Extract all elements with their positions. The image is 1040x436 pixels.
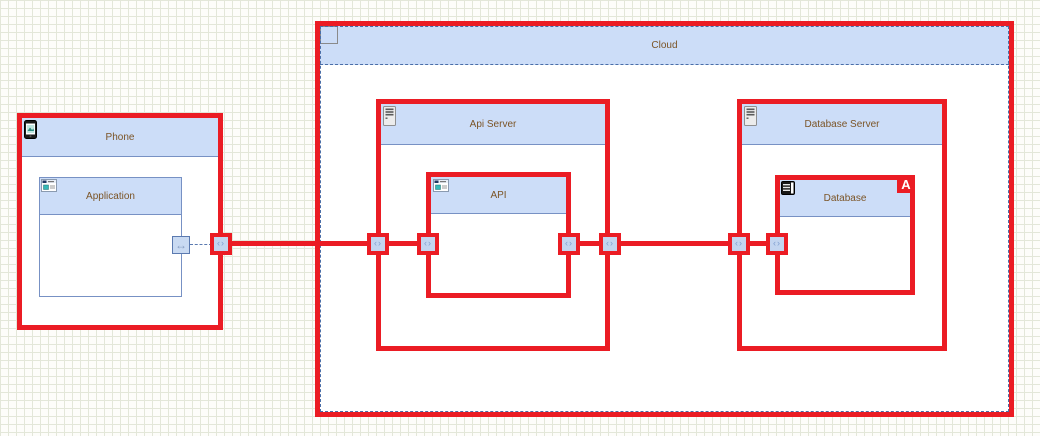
application-node[interactable]: Application <box>39 177 182 297</box>
application-connector-port[interactable]: ↔ <box>172 236 190 254</box>
connection-marker-database-server-left[interactable]: ‹› <box>728 233 750 255</box>
chevrons-icon: ‹› <box>374 238 382 248</box>
api-header[interactable]: API <box>431 177 566 214</box>
edge-api-to-database[interactable] <box>569 241 777 246</box>
smartphone-icon <box>24 120 37 139</box>
connection-marker-database-left[interactable]: ‹› <box>766 233 788 255</box>
api-node[interactable]: API <box>426 172 571 298</box>
api-server-title: Api Server <box>469 118 517 130</box>
connection-marker-api-left[interactable]: ‹› <box>417 233 439 255</box>
database-server-header[interactable]: Database Server <box>742 104 942 145</box>
chevrons-icon: ‹› <box>424 238 432 248</box>
database-title: Database <box>823 192 867 204</box>
cloud-title: Cloud <box>651 39 678 51</box>
double-arrow-icon: ↔ <box>175 238 187 252</box>
app-window-icon <box>41 179 57 192</box>
chevrons-icon: ‹› <box>217 238 225 248</box>
api-server-header[interactable]: Api Server <box>381 104 605 145</box>
database-error-badge: A <box>897 175 915 193</box>
server-icon <box>383 106 396 126</box>
database-node[interactable]: Database A <box>775 175 915 295</box>
api-title: API <box>490 189 507 201</box>
chevrons-icon: ‹› <box>773 238 781 248</box>
server-icon <box>744 106 757 126</box>
connection-marker-api-right[interactable]: ‹› <box>558 233 580 255</box>
connection-marker-api-server-left[interactable]: ‹› <box>367 233 389 255</box>
application-title: Application <box>86 190 135 202</box>
phone-title: Phone <box>105 131 135 143</box>
database-header[interactable]: Database <box>780 180 910 217</box>
chevrons-icon: ‹› <box>606 238 614 248</box>
chevrons-icon: ‹› <box>735 238 743 248</box>
app-window-icon <box>433 179 449 192</box>
chevrons-icon: ‹› <box>565 238 573 248</box>
connection-marker-api-server-right[interactable]: ‹› <box>599 233 621 255</box>
api-server-node[interactable]: Api Server <box>376 99 610 351</box>
database-server-title: Database Server <box>804 118 880 130</box>
application-connector-dashed-segment <box>190 244 212 245</box>
cloud-header[interactable]: Cloud <box>320 26 1009 65</box>
edge-application-to-api[interactable] <box>221 241 428 246</box>
application-header[interactable]: Application <box>40 178 181 215</box>
database-icon <box>781 181 795 195</box>
connection-marker-phone-border[interactable]: ‹› <box>210 233 232 255</box>
cloud-corner-handle[interactable] <box>320 26 338 44</box>
phone-header[interactable]: Phone <box>22 118 218 157</box>
